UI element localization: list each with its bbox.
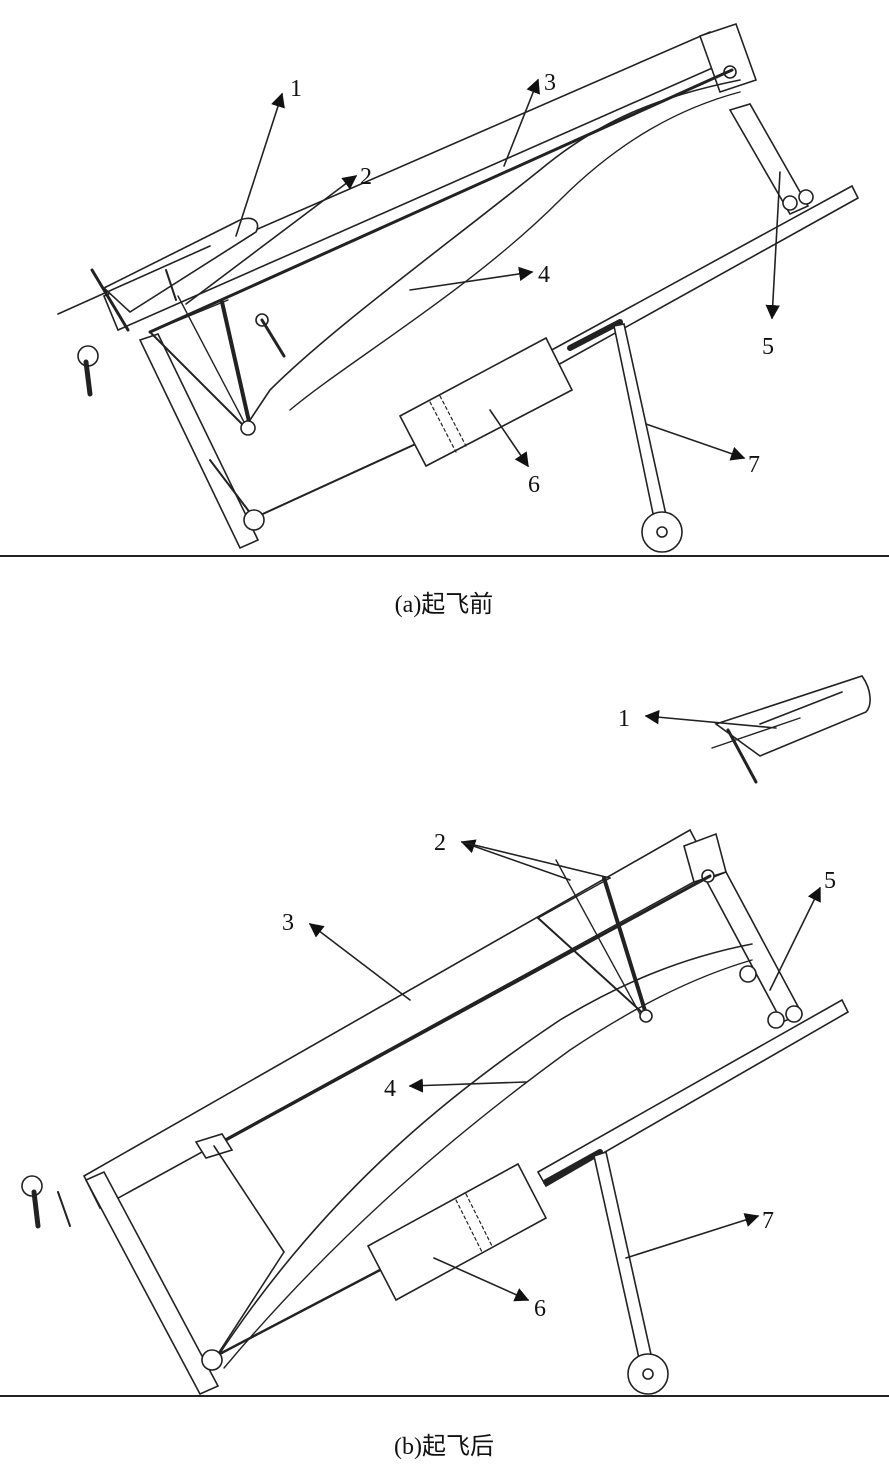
leader-a-6 xyxy=(489,409,529,468)
aircraft-b xyxy=(711,675,871,784)
sled-a xyxy=(149,295,286,436)
spar-a-inner xyxy=(289,91,741,411)
drive-cable-a2 xyxy=(209,459,255,519)
tie-b xyxy=(213,1145,285,1253)
label-a-1: 1 xyxy=(290,76,302,102)
leader-b-4 xyxy=(408,1078,527,1093)
leader-b-5 xyxy=(769,886,821,991)
label-a-5: 5 xyxy=(762,334,774,360)
panel-a: 1 2 3 4 5 6 7 (a)起飞前 xyxy=(0,22,889,618)
cylinder-a xyxy=(398,319,623,468)
label-a-2: 2 xyxy=(360,164,372,190)
label-b-4: 4 xyxy=(384,1076,396,1102)
pulley-a-2 xyxy=(798,189,814,205)
leader-b-1 xyxy=(644,710,777,729)
leader-b-6 xyxy=(433,1257,530,1302)
front-strut-a xyxy=(138,333,260,550)
leader-a-7 xyxy=(645,423,746,461)
lower-rail-a xyxy=(546,184,860,368)
callouts-a: 1 2 3 4 5 6 7 xyxy=(185,70,781,498)
leader-a-1 xyxy=(235,92,285,237)
label-a-7: 7 xyxy=(748,452,760,478)
leader-a-4 xyxy=(409,266,534,291)
leg-b xyxy=(593,1150,655,1374)
spar-b-inner xyxy=(223,959,753,1369)
leader-b-3 xyxy=(308,923,411,1001)
cable-a-main xyxy=(148,68,734,334)
aircraft-a xyxy=(57,217,259,332)
pulley-b-bottom xyxy=(201,1349,223,1371)
label-a-3: 3 xyxy=(544,70,556,96)
leg-a xyxy=(613,323,669,530)
pulley-a-bottom xyxy=(243,509,265,531)
leader-a-2 xyxy=(185,175,358,305)
main-rail-b xyxy=(82,828,714,1210)
sled-b xyxy=(537,859,653,1023)
launch-frame-a xyxy=(57,22,860,553)
hook-a-handle xyxy=(83,359,93,397)
drive-cable-a xyxy=(253,441,421,519)
hook-b-handle xyxy=(31,1189,41,1229)
cylinder-b xyxy=(366,1149,603,1302)
wheel-b-hub xyxy=(642,1368,654,1380)
main-rail-a xyxy=(102,30,728,332)
callouts-b: 1 2 3 4 5 6 7 xyxy=(282,706,836,1322)
label-a-6: 6 xyxy=(528,472,540,498)
wheel-a-hub xyxy=(656,526,668,538)
tie-b2 xyxy=(213,1251,285,1361)
pulley-b-3 xyxy=(785,1005,803,1023)
drive-cable-b xyxy=(210,1268,382,1360)
label-b-6: 6 xyxy=(534,1296,546,1322)
front-strut-b xyxy=(84,1170,220,1396)
hook-b-chain xyxy=(57,1191,71,1227)
spar-a xyxy=(249,79,741,421)
panel-b: 1 2 3 4 5 6 7 (b)起飞后 xyxy=(0,675,889,1460)
rear-block-a xyxy=(698,22,758,94)
rear-assembly-a xyxy=(728,103,810,216)
leader-a-5 xyxy=(765,171,781,320)
label-b-2: 2 xyxy=(434,830,446,856)
label-b-5: 5 xyxy=(824,868,836,894)
pulley-b-2 xyxy=(767,1011,785,1029)
label-a-4: 4 xyxy=(538,262,550,288)
caption-a: (a)起飞前 xyxy=(395,591,494,618)
launch-frame-b xyxy=(21,675,871,1396)
leader-b-2b xyxy=(461,841,611,879)
pulley-a-1 xyxy=(782,195,798,211)
rear-assembly-b xyxy=(704,870,804,1024)
label-b-1: 1 xyxy=(618,706,630,732)
caption-b: (b)起飞后 xyxy=(394,1433,494,1460)
leader-b-2 xyxy=(460,839,571,881)
cable-b-main xyxy=(220,874,712,1144)
spar-b xyxy=(213,943,753,1363)
pulley-b-1 xyxy=(739,965,757,983)
label-b-3: 3 xyxy=(282,910,294,936)
leader-a-3 xyxy=(503,78,540,167)
leader-b-7 xyxy=(625,1213,760,1259)
label-b-7: 7 xyxy=(762,1208,774,1234)
